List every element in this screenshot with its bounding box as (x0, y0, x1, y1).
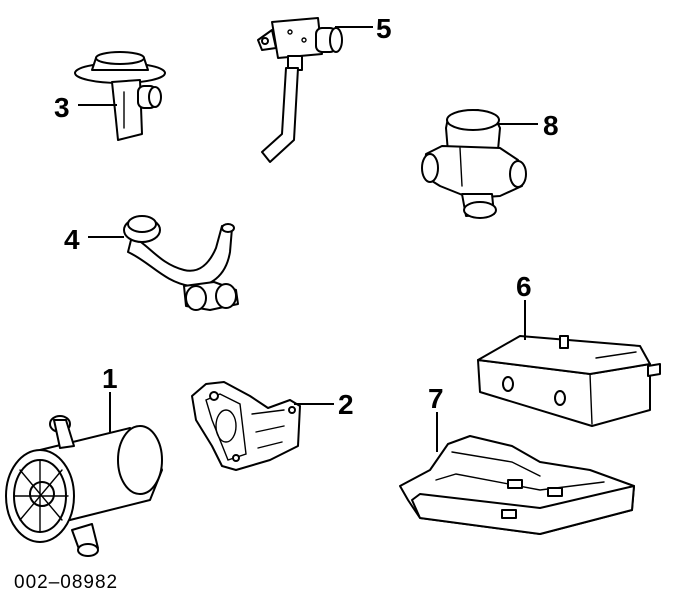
callout-2: 2 (338, 389, 354, 420)
callout-6: 6 (516, 271, 532, 302)
part-3-valve (74, 51, 166, 141)
callout-5: 5 (376, 13, 392, 44)
part-1-air-pump (5, 415, 163, 557)
part-4-hose (123, 215, 239, 311)
callout-4: 4 (64, 224, 80, 255)
part-2-bracket (191, 381, 301, 471)
callout-7: 7 (428, 383, 444, 414)
part-5-sensor (257, 17, 343, 163)
callout-8: 8 (543, 110, 559, 141)
callout-3: 3 (54, 92, 70, 123)
document-id: 002–08982 (14, 572, 118, 593)
callout-1: 1 (102, 363, 118, 394)
part-7-tray (399, 435, 635, 535)
part-8-check-valve (421, 109, 527, 219)
part-6-canister (477, 335, 661, 427)
